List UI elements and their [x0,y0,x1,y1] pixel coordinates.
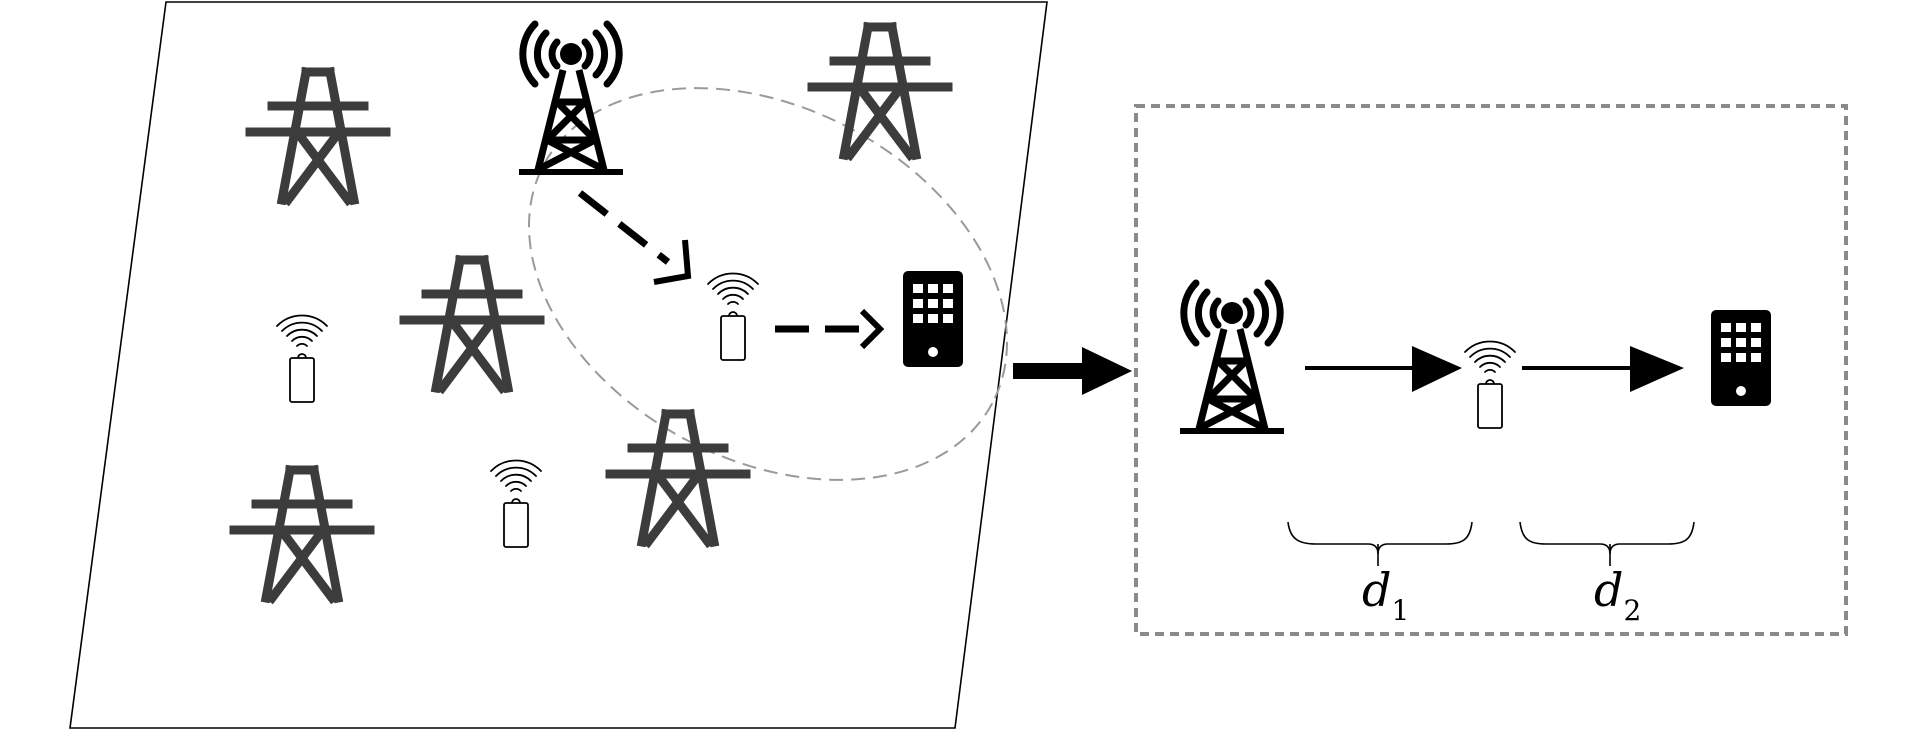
arrow-relay-to-phone [1522,346,1684,392]
link-detail-panel: d1 d2 [1134,104,1848,636]
network-area-panel [69,1,1048,729]
distance-label-d2: d2 [1594,563,1641,627]
smartphone-icon [1711,310,1771,406]
dashed-arrow-bs-to-relay [577,190,692,285]
smartphone-icon [903,271,963,367]
zoom-arrow [1013,347,1132,395]
ground-plane [69,1,1048,729]
dashed-arrow-relay-to-phone [775,308,885,350]
arrow-bs-to-relay [1305,346,1462,392]
distance-label-d1: d1 [1362,563,1409,627]
